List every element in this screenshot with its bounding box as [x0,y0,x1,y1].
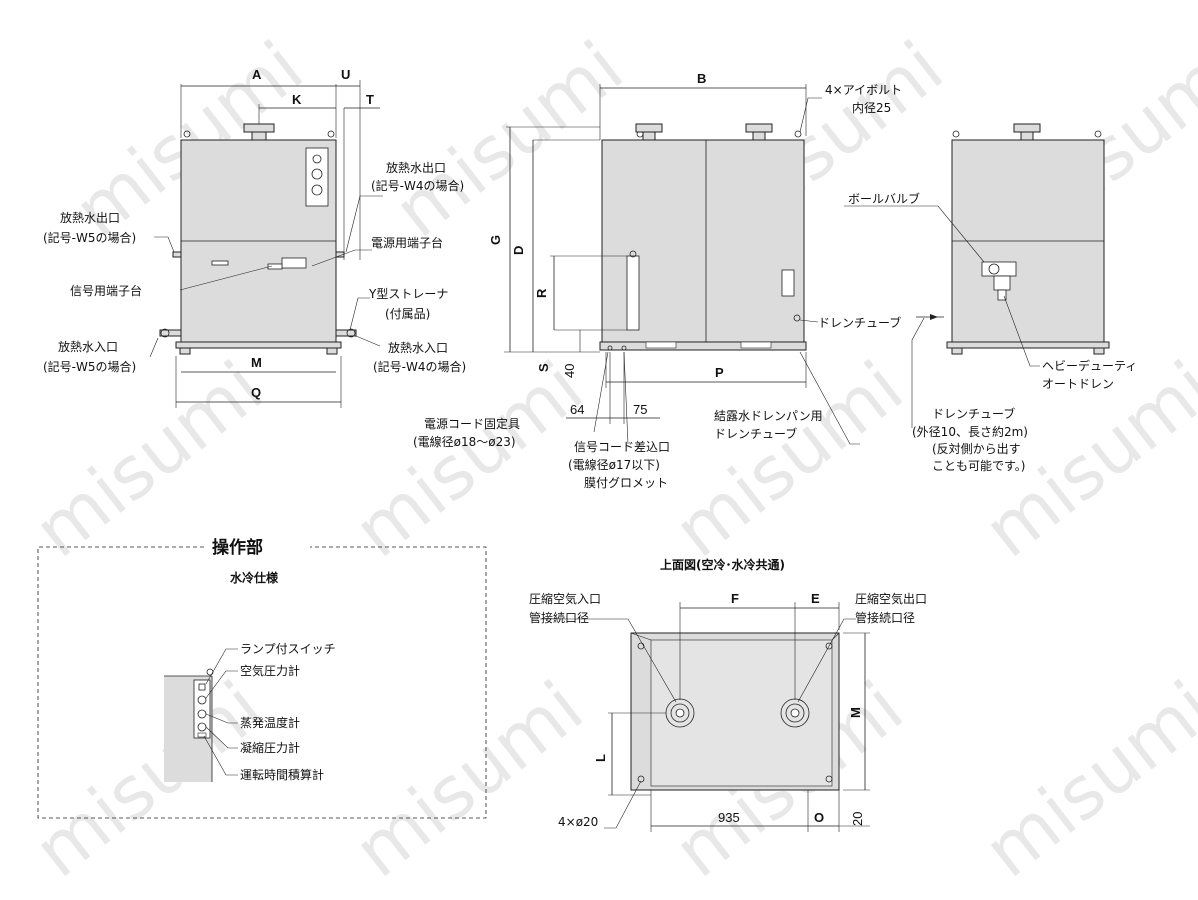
panel-item-hour-meter: 運転時間積算計 [240,767,324,782]
label-drain-tube-1: ドレンチューブ [818,315,901,330]
label-drain-tube-2-note1: (外径10、長さ約2m) [912,424,1028,439]
panel-item-cond-pressure: 凝縮圧力計 [240,740,300,755]
label-mount-holes: 4×ø20 [558,815,598,829]
label-outlet-w5: 放熱水出口 [60,210,120,225]
label-signal-cord-note2: 膜付グロメット [584,476,668,490]
label-inlet-w4-note: (記号-W4の場合) [373,359,466,374]
label-drain-tube-2-note2: (反対側から出す [932,442,1021,456]
label-outlet-w5-note: (記号-W5の場合) [43,230,136,245]
dim-D: D [511,246,526,255]
dim-M: M [251,355,262,370]
label-y-strainer-note: (付属品) [385,307,430,321]
dim-20: 20 [850,812,865,826]
label-condensate-tube: ドレンチューブ [714,426,797,441]
top-view-title: 上面図(空冷･水冷共通) [660,557,785,572]
label-signal-cord: 信号コード差込口 [574,440,670,454]
label-outlet-w4: 放熱水出口 [386,160,446,175]
watermark: misumi [339,345,598,573]
label-heavy-drain-2: オートドレン [1042,377,1114,391]
rear-view: ボールバルブ ヘビーデューティ オートドレン ドレンチューブ (外径10、長さ約… [844,123,1137,473]
dim-64: 64 [570,402,584,417]
top-view: 上面図(空冷･水冷共通) F E M L 93 [529,557,927,832]
dim-935: 935 [718,810,740,825]
label-drain-tube-2: ドレンチューブ [932,406,1015,421]
label-signal-cord-note1: (電線径ø17以下) [568,457,660,472]
label-inlet-w4: 放熱水入口 [388,340,448,355]
label-outlet-w4-note: (記号-W4の場合) [371,178,464,193]
dim-F: F [731,591,739,606]
label-heavy-drain-1: ヘビーデューティ [1042,358,1137,373]
dim-B: B [697,71,706,86]
dim-P: P [715,365,724,380]
label-drain-tube-2-note3: ことも可能です。) [932,459,1025,473]
operation-panel-box: 操作部 水冷仕様 ランプ付スイッチ 空気圧力計 蒸発温度計 凝縮圧力計 運転時間… [37,537,487,819]
panel-title: 操作部 [212,537,263,558]
dim-S: S [536,363,551,372]
label-condensate-pan: 結露水ドレンパン用 [714,409,823,423]
label-eyebolt: 4×アイボルト [825,83,902,97]
watermark: misumi [339,665,598,893]
dim-A: A [252,67,262,82]
dim-T: T [366,92,374,107]
dim-O: O [814,810,824,825]
dim-40: 40 [562,364,577,378]
dim-R: R [534,288,549,298]
label-power-cord: 電源コード固定具 [424,416,520,431]
dim-E: E [811,591,820,606]
side-view: B G D R S 40 P 64 75 4×アイボルト 内径25 ドレンチュー… [413,71,902,490]
label-air-inlet: 圧縮空気入口 [529,591,601,606]
panel-subtitle: 水冷仕様 [230,570,279,585]
dim-U: U [341,67,350,82]
label-eyebolt-note: 内径25 [852,101,891,115]
label-inlet-w5-note: (記号-W5の場合) [43,359,136,374]
dim-K: K [292,92,302,107]
label-air-outlet-note: 管接続口径 [855,610,915,625]
label-signal-terminal: 信号用端子台 [70,283,142,298]
panel-item-lamp-switch: ランプ付スイッチ [240,642,336,656]
label-power-cord-note: (電線径ø18～ø23) [413,434,516,449]
label-ball-valve: ボールバルブ [848,191,920,206]
dim-Q: Q [251,385,261,400]
panel-item-air-pressure: 空気圧力計 [240,663,300,678]
label-air-outlet: 圧縮空気出口 [855,591,927,606]
watermark: misumi [659,345,918,573]
watermark: misumi [969,665,1198,893]
label-air-inlet-note: 管接続口径 [529,610,589,625]
dim-L: L [593,754,608,762]
label-power-terminal: 電源用端子台 [371,235,443,250]
dim-G: G [488,235,503,245]
panel-item-evap-temp: 蒸発温度計 [240,715,300,730]
label-y-strainer: Y型ストレーナ [368,287,448,301]
dim-M-top: M [848,707,863,718]
front-view: A K U T M Q 放熱水出口 (記号-W5の場合) 信号用端子台 放熱水入… [43,67,466,408]
dim-75: 75 [633,402,647,417]
label-inlet-w5: 放熱水入口 [58,339,118,354]
watermark: misumi [379,25,638,253]
